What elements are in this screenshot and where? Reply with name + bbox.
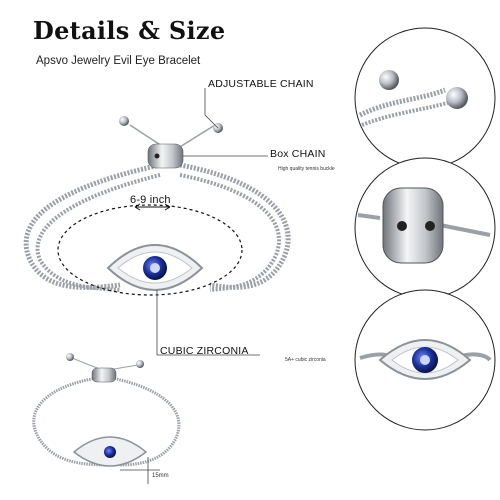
adjustable-chain-label: ADJUSTABLE CHAIN <box>208 78 314 90</box>
main-bracelet <box>23 124 291 292</box>
box-chain-label: Box CHAIN <box>270 148 326 160</box>
product-subtitle: Apsvo Jewelry Evil Eye Bracelet <box>36 55 201 67</box>
size-ellipse <box>57 204 243 296</box>
page-title: Details & Size <box>33 16 226 45</box>
box-chain-note: High quality tennis buckle <box>278 166 335 172</box>
slide-box <box>147 143 184 169</box>
small-bracelet <box>32 353 181 484</box>
zoom-circle-eye <box>354 289 496 431</box>
eye-charm-main <box>106 244 204 291</box>
zirconia-note: 5A+ cubic zirconia <box>285 357 326 363</box>
callout-lines <box>156 88 268 356</box>
eye-width-label: 15mm <box>152 473 169 479</box>
zoom-circle-box <box>354 157 496 299</box>
chain-ball-left <box>119 116 129 126</box>
size-label: 6-9 inch <box>130 194 171 206</box>
zirconia-label: CUBIC ZIRCONIA <box>160 345 249 357</box>
zoom-circle-chain <box>354 27 496 169</box>
